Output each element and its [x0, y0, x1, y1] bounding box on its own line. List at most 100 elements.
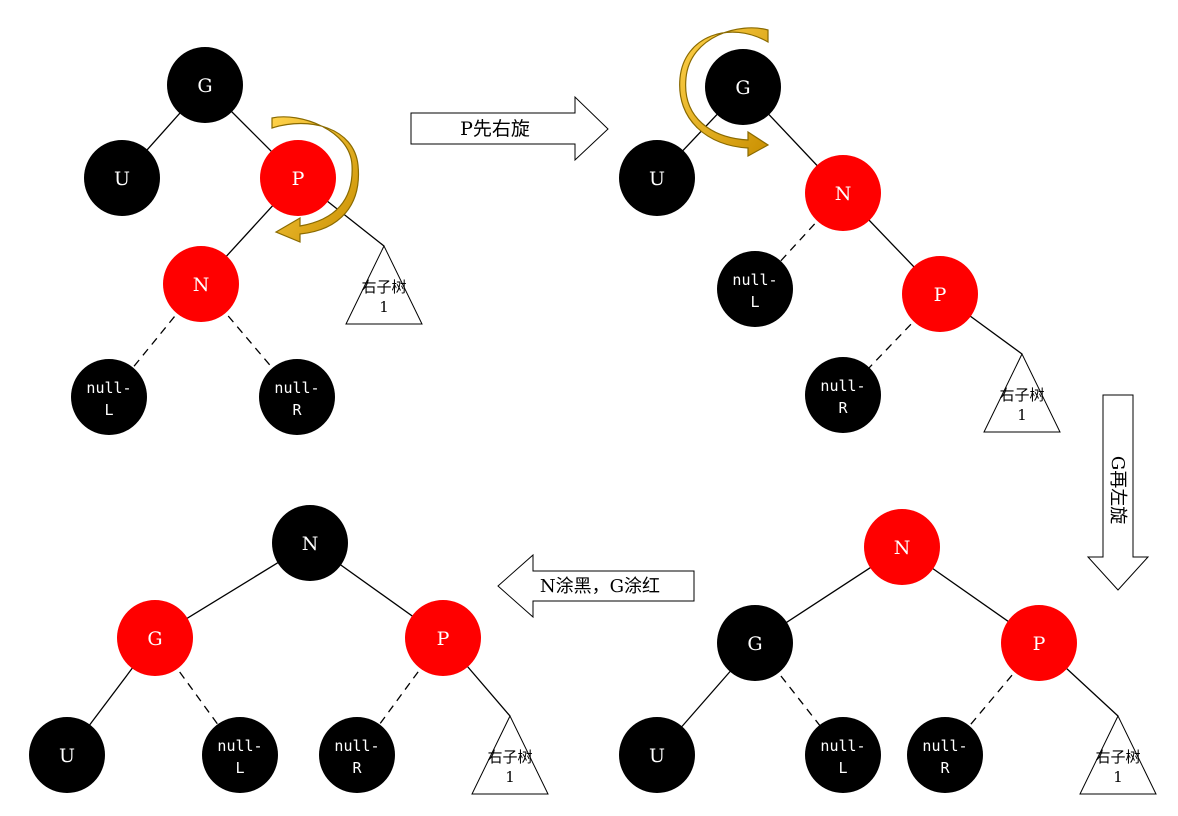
node-after-right-rotation-G: G — [705, 49, 781, 125]
node-after-right-rotation-P: P — [902, 256, 978, 332]
node-label-after-left-rotation-N-0: N — [894, 537, 911, 559]
node-circle-after-left-rotation-P — [1001, 605, 1077, 681]
node-initial-nullR: null- R — [259, 359, 335, 435]
node-label-after-left-rotation-nullL-0: null- — [820, 737, 865, 755]
node-label-after-recolor-nullR-1: R — [352, 759, 362, 777]
node-label-initial-nullL-0: null- — [86, 379, 131, 397]
node-after-left-rotation-U: U — [619, 717, 695, 793]
node-label-after-right-rotation-G-0: G — [735, 77, 750, 99]
subtree-label-after-recolor-0: 右子树 — [487, 748, 532, 766]
rotation-arrow-icon-p — [271, 116, 360, 243]
node-label-initial-N-0: N — [193, 274, 210, 296]
node-after-left-rotation-N: N — [864, 509, 940, 585]
subtree-label-after-right-rotation-1: 1 — [1017, 406, 1027, 424]
node-label-after-recolor-N-0: N — [302, 533, 319, 555]
node-label-after-recolor-nullR-0: null- — [334, 737, 379, 755]
step2-label: G再左旋 — [1107, 456, 1128, 524]
node-label-after-left-rotation-G-0: G — [747, 633, 762, 655]
node-circle-after-recolor-N — [272, 505, 348, 581]
subtree-label-after-right-rotation-0: 右子树 — [999, 386, 1044, 404]
node-label-initial-nullL-1: L — [104, 401, 113, 419]
node-label-after-right-rotation-nullL-0: null- — [732, 271, 777, 289]
node-circle-initial-nullL — [71, 359, 147, 435]
node-circle-after-right-rotation-G — [705, 49, 781, 125]
step-arrow-down-icon: G再左旋 — [1086, 394, 1150, 591]
step3-label: N涂黑，G涂红 — [540, 576, 660, 597]
subtree-triangle-after-recolor — [471, 714, 549, 795]
node-initial-nullL: null- L — [71, 359, 147, 435]
node-label-initial-nullR-0: null- — [274, 379, 319, 397]
node-label-after-right-rotation-N-0: N — [835, 183, 852, 205]
subtree-label-after-recolor-1: 1 — [505, 768, 515, 786]
node-after-right-rotation-N: N — [805, 155, 881, 231]
node-circle-after-recolor-G — [117, 600, 193, 676]
node-circle-after-right-rotation-nullR — [805, 357, 881, 433]
node-circle-after-left-rotation-nullR — [907, 717, 983, 793]
node-circle-after-recolor-nullL — [202, 717, 278, 793]
node-circle-after-left-rotation-G — [717, 605, 793, 681]
step1-label: P先右旋 — [460, 118, 530, 140]
node-label-after-recolor-U-0: U — [59, 745, 75, 767]
edge-initial-N-nullR — [200, 283, 298, 398]
node-label-after-recolor-G-0: G — [147, 628, 162, 650]
node-after-left-rotation-G: G — [717, 605, 793, 681]
node-label-after-left-rotation-U-0: U — [649, 745, 665, 767]
node-circle-initial-P — [260, 140, 336, 216]
subtree-label-initial-1: 1 — [379, 298, 389, 316]
node-label-after-left-rotation-nullL-1: L — [838, 759, 847, 777]
node-circle-initial-U — [84, 140, 160, 216]
node-circle-after-right-rotation-U — [619, 140, 695, 216]
node-after-left-rotation-P: P — [1001, 605, 1077, 681]
node-initial-U: U — [84, 140, 160, 216]
node-label-after-recolor-nullL-1: L — [235, 759, 244, 777]
node-circle-after-recolor-nullR — [319, 717, 395, 793]
subtree-triangle-initial — [345, 244, 423, 325]
node-label-after-right-rotation-nullL-1: L — [750, 293, 759, 311]
node-label-after-right-rotation-nullR-0: null- — [820, 377, 865, 395]
node-after-left-rotation-nullL: null- L — [805, 717, 881, 793]
node-circle-after-recolor-U — [29, 717, 105, 793]
subtree-triangle-after-right-rotation — [983, 352, 1061, 433]
node-circle-after-left-rotation-N — [864, 509, 940, 585]
rotation-arrow-icon-g — [679, 27, 770, 158]
edge-after-recolor-P-nullR — [356, 637, 444, 756]
node-after-recolor-G: G — [117, 600, 193, 676]
node-label-after-left-rotation-nullR-0: null- — [922, 737, 967, 755]
node-label-after-left-rotation-nullR-1: R — [940, 759, 950, 777]
node-label-after-right-rotation-U-0: U — [649, 168, 665, 190]
subtree-label-after-left-rotation-1: 1 — [1113, 768, 1123, 786]
subtree-label-initial-0: 右子树 — [361, 278, 406, 296]
node-circle-initial-N — [163, 246, 239, 322]
node-circle-initial-G — [167, 47, 243, 123]
node-initial-N: N — [163, 246, 239, 322]
node-label-initial-P-0: P — [292, 168, 305, 190]
node-circle-after-right-rotation-P — [902, 256, 978, 332]
node-label-initial-G-0: G — [197, 75, 212, 97]
node-circle-after-recolor-P — [405, 600, 481, 676]
node-circle-after-left-rotation-U — [619, 717, 695, 793]
node-after-left-rotation-nullR: null- R — [907, 717, 983, 793]
node-initial-G: G — [167, 47, 243, 123]
node-after-right-rotation-U: U — [619, 140, 695, 216]
node-label-after-right-rotation-P-0: P — [934, 284, 947, 306]
node-label-after-right-rotation-nullR-1: R — [838, 399, 848, 417]
node-after-recolor-U: U — [29, 717, 105, 793]
node-circle-after-left-rotation-nullL — [805, 717, 881, 793]
node-label-initial-nullR-1: R — [292, 401, 302, 419]
step-arrow-right-icon: P先右旋 — [410, 95, 609, 162]
node-after-right-rotation-nullR: null- R — [805, 357, 881, 433]
subtree-triangle-after-left-rotation — [1079, 714, 1157, 795]
node-circle-initial-nullR — [259, 359, 335, 435]
node-after-right-rotation-nullL: null- L — [717, 251, 793, 327]
edge-after-left-rotation-P-nullR — [944, 642, 1040, 756]
node-initial-P: P — [260, 140, 336, 216]
node-circle-after-right-rotation-N — [805, 155, 881, 231]
node-label-after-recolor-P-0: P — [437, 628, 450, 650]
node-circle-after-right-rotation-nullL — [717, 251, 793, 327]
edge-initial-N-nullL — [108, 283, 202, 398]
node-label-initial-U-0: U — [114, 168, 130, 190]
